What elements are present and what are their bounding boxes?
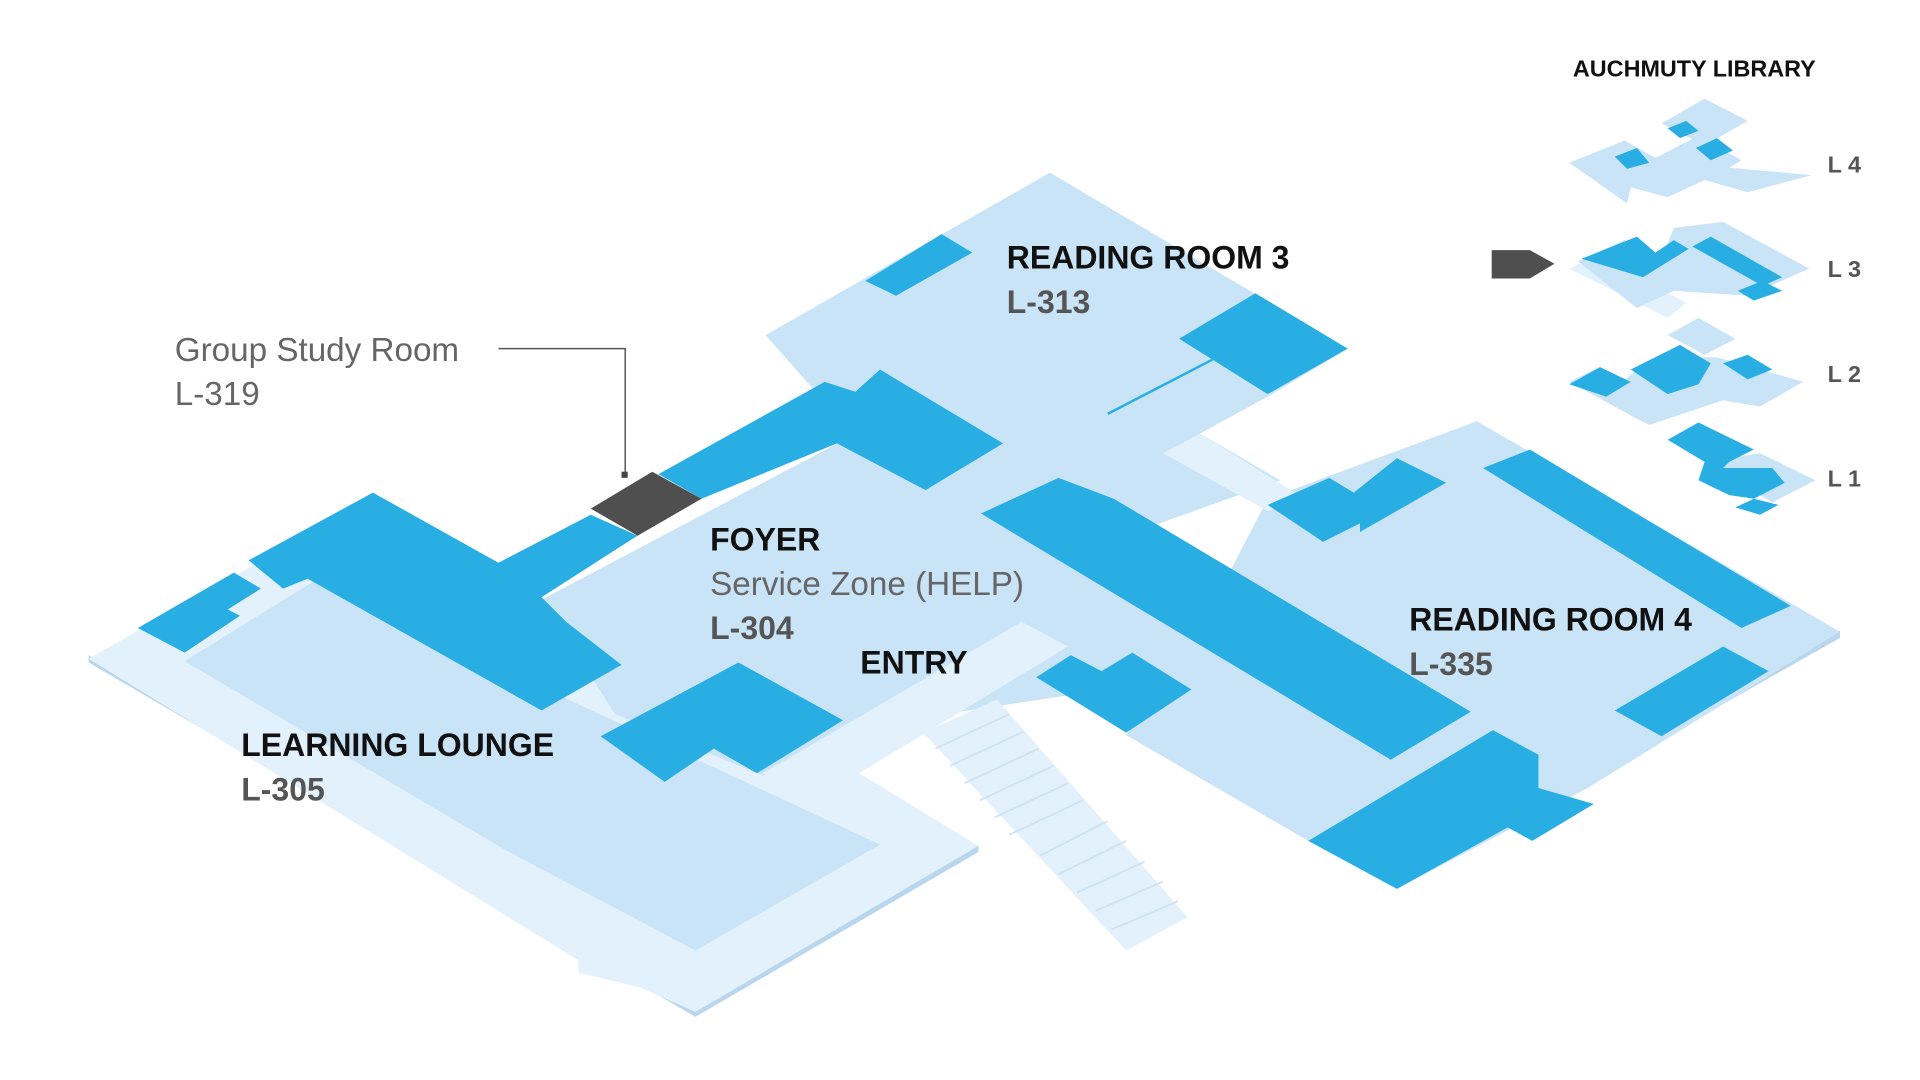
- level-1-thumbnail[interactable]: [1667, 422, 1816, 515]
- group-study-leader-line: [498, 347, 626, 475]
- reading-room-3-label: READING ROOM 3: [1007, 240, 1290, 276]
- learning-lounge-area[interactable]: [184, 581, 881, 951]
- building-title: AUCHMUTY LIBRARY: [1573, 56, 1816, 82]
- group-study-room-highlight[interactable]: [590, 471, 702, 536]
- level-2-label[interactable]: L 2: [1828, 361, 1861, 387]
- level-2-thumbnail[interactable]: [1569, 317, 1804, 425]
- group-study-code: L-319: [175, 376, 260, 413]
- current-level-pointer: [1491, 250, 1555, 279]
- reading-room-4-code: L-335: [1409, 646, 1493, 682]
- foyer-label: FOYER: [710, 521, 820, 557]
- entry-label: ENTRY: [860, 645, 967, 681]
- level-3-thumbnail[interactable]: [1569, 221, 1810, 318]
- learning-lounge-code: L-305: [241, 771, 325, 807]
- level-navigator: AUCHMUTY LIBRARY L 4 L 3 L 2: [1491, 56, 1861, 515]
- foyer-sub-label: Service Zone (HELP): [710, 566, 1024, 603]
- reading-room-4-label: READING ROOM 4: [1409, 601, 1692, 637]
- entry-platform[interactable]: [763, 621, 1069, 862]
- floor-plan-level-3: [88, 172, 1840, 1017]
- entry-stairs: [923, 699, 1188, 951]
- learning-lounge-label: LEARNING LOUNGE: [241, 727, 554, 763]
- level-1-label[interactable]: L 1: [1828, 465, 1861, 491]
- group-study-label: Group Study Room: [175, 332, 459, 369]
- level-3-label[interactable]: L 3: [1828, 256, 1861, 282]
- level-4-thumbnail[interactable]: [1569, 98, 1812, 204]
- level-4-label[interactable]: L 4: [1828, 152, 1861, 178]
- connector-walkway: [1163, 433, 1305, 512]
- reading-room-3-code: L-313: [1007, 284, 1091, 320]
- foyer-code: L-304: [710, 610, 794, 646]
